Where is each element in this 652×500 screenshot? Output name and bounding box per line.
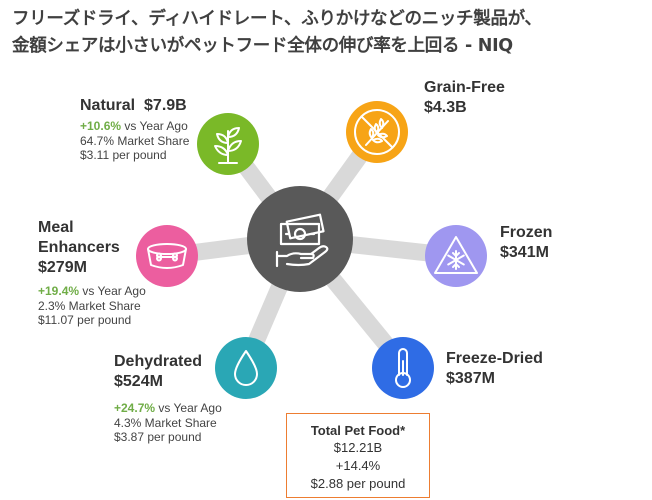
- frozen-value: $341M: [500, 244, 549, 261]
- dehydrated-price: $3.87 per pound: [114, 430, 202, 444]
- water-drop-icon: [234, 350, 258, 386]
- natural-name: Natural: [80, 97, 136, 114]
- frozen-node: [425, 225, 487, 287]
- meal-enhancers-growth: +19.4%: [38, 284, 80, 298]
- title-line-2: 金額シェアは小さいがペットフード全体の伸び率を上回る - NIQ: [12, 36, 513, 56]
- total-label: Total Pet Food*: [310, 423, 406, 438]
- natural-node: [197, 113, 259, 175]
- dehydrated-node: [215, 337, 277, 399]
- plant-sprout-icon: [214, 127, 242, 164]
- natural-heading: Natural $7.9B: [80, 96, 187, 116]
- natural-details: +10.6% vs Year Ago 64.7% Market Share $3…: [80, 119, 189, 163]
- meal-enhancers-price: $11.07 per pound: [38, 313, 132, 327]
- meal-enhancers-share: 2.3% Market Share: [38, 298, 141, 313]
- freeze-dried-name: Freeze-Dried: [446, 350, 543, 367]
- meal-enhancers-details: +19.4% vs Year Ago 2.3% Market Share $11…: [38, 284, 146, 328]
- frozen-name: Frozen: [500, 224, 553, 241]
- total-growth: +14.4%: [335, 458, 381, 473]
- dehydrated-name: Dehydrated: [114, 353, 203, 370]
- freeze-dried-value: $387M: [446, 370, 495, 387]
- hub-circle: [247, 186, 353, 292]
- grain-free-name: Grain-Free: [424, 79, 505, 96]
- dehydrated-share: 4.3% Market Share: [114, 415, 217, 430]
- grain-free-value: $4.3B: [424, 99, 467, 116]
- title-line-1: フリーズドライ、ディハイドレート、ふりかけなどのニッチ製品が、: [12, 9, 542, 29]
- natural-growth: +10.6%: [80, 119, 122, 133]
- meal-enhancers-growth-suffix: vs Year Ago: [79, 284, 146, 298]
- dehydrated-growth-suffix: vs Year Ago: [155, 401, 222, 415]
- no-grain-icon: [354, 109, 400, 155]
- natural-growth-suffix: vs Year Ago: [121, 119, 188, 133]
- natural-share: 64.7% Market Share: [80, 133, 190, 148]
- snowflake-icon: [434, 236, 478, 274]
- meal-enhancers-name-line2: Enhancers: [38, 239, 120, 256]
- freeze-dried-node: [372, 337, 434, 399]
- meal-enhancers-name-line1: Meal: [38, 219, 74, 236]
- dehydrated-growth: +24.7%: [114, 401, 156, 415]
- total-value: $12.21B: [333, 440, 383, 455]
- natural-value: $7.9B: [144, 97, 187, 114]
- meal-enhancers-node: [136, 225, 198, 287]
- total-price: $2.88 per pound: [310, 476, 406, 491]
- dehydrated-details: +24.7% vs Year Ago 4.3% Market Share $3.…: [114, 401, 222, 445]
- meal-enhancers-value: $279M: [38, 259, 87, 276]
- natural-price: $3.11 per pound: [80, 148, 167, 162]
- total-pet-food-box: Total Pet Food* $12.21B +14.4% $2.88 per…: [286, 413, 430, 498]
- pet-bowl-icon: [147, 243, 187, 269]
- grain-free-node: [346, 101, 408, 163]
- thermometer-icon: [395, 348, 411, 388]
- money-in-hand-icon: [275, 213, 329, 268]
- page-title: フリーズドライ、ディハイドレート、ふりかけなどのニッチ製品が、 金額シェアは小さ…: [12, 6, 642, 60]
- dehydrated-value: $524M: [114, 373, 163, 390]
